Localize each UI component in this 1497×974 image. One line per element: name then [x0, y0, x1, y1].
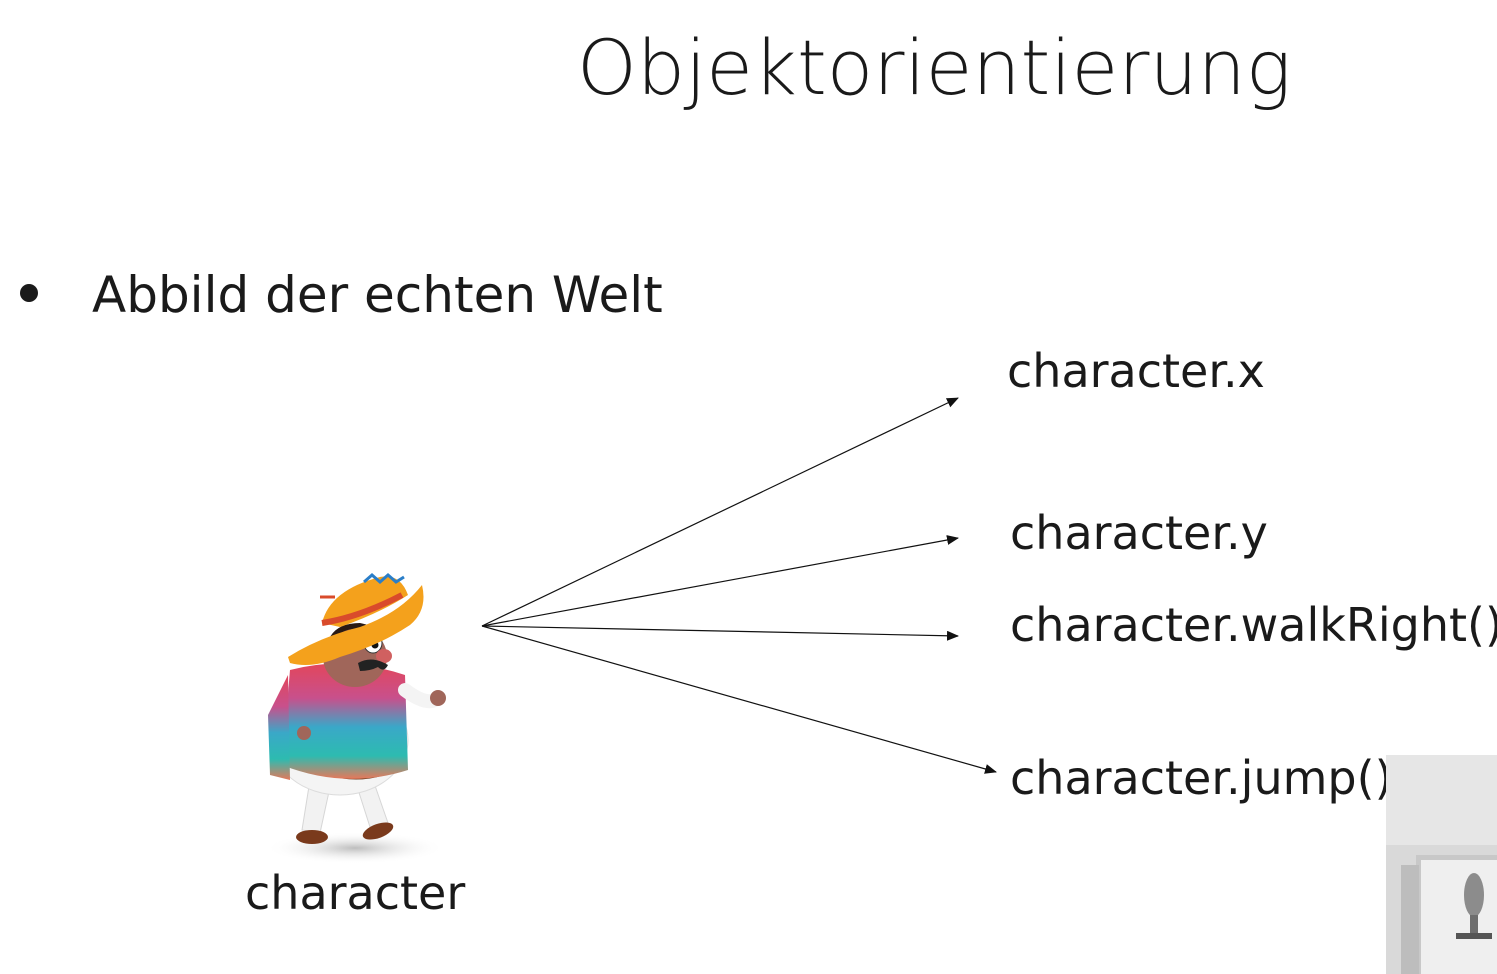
- character-illustration: [265, 573, 446, 864]
- arrow-to-walkright: [481, 625, 959, 641]
- member-walkright: character.walkRight();: [1010, 598, 1497, 652]
- member-jump: character.jump();: [1010, 751, 1409, 805]
- slide-title: Objektorientierung: [577, 23, 1292, 112]
- member-x: character.x: [1007, 344, 1265, 398]
- webcam-thumbnail: [1386, 755, 1497, 974]
- bullet-text: Abbild der echten Welt: [92, 266, 663, 324]
- arrow-to-x: [481, 397, 959, 627]
- member-y: character.y: [1010, 506, 1268, 560]
- object-caption: character: [245, 866, 466, 920]
- bullet-icon: [20, 284, 38, 302]
- arrow-to-y: [481, 535, 959, 627]
- arrow-to-jump: [481, 625, 997, 774]
